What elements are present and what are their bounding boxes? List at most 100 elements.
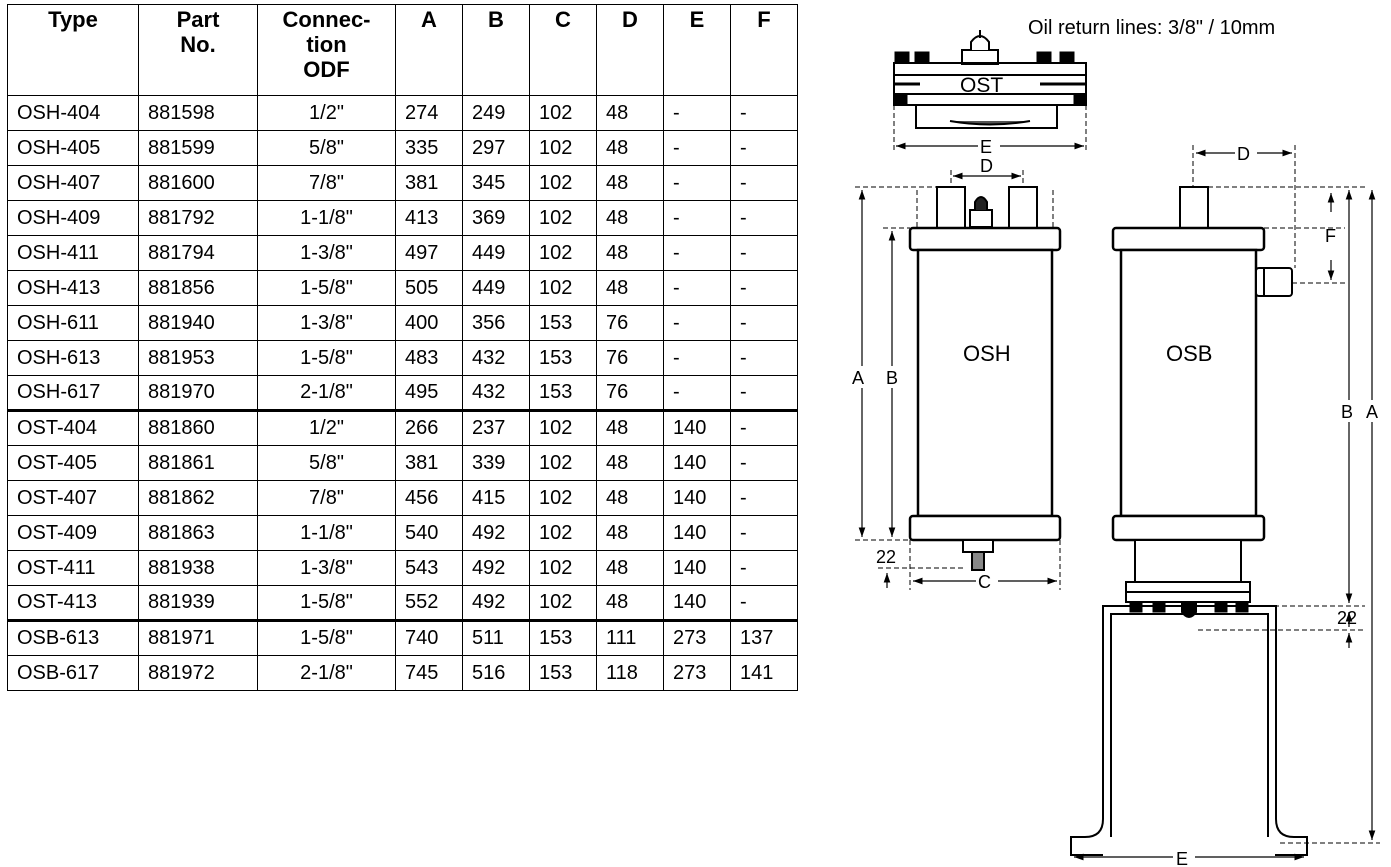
- cell-part-no: 881860: [138, 409, 258, 446]
- cell-f: -: [730, 550, 798, 586]
- cell-c: 102: [529, 235, 597, 271]
- cell-part-no: 881794: [138, 235, 258, 271]
- cell-c: 102: [529, 480, 597, 516]
- cell-type: OST-405: [7, 445, 139, 481]
- ost-label: OST: [960, 74, 1003, 97]
- dim-e-osb: E: [1176, 849, 1188, 867]
- cell-connection: 1/2": [257, 409, 396, 446]
- cell-part-no: 881971: [138, 619, 258, 656]
- cell-d: 48: [596, 95, 664, 131]
- cell-c: 153: [529, 305, 597, 341]
- cell-c: 102: [529, 409, 597, 446]
- cell-a: 456: [395, 480, 463, 516]
- cell-e: -: [663, 340, 731, 376]
- cell-d: 48: [596, 445, 664, 481]
- cell-a: 543: [395, 550, 463, 586]
- cell-f: -: [730, 165, 798, 201]
- cell-type: OSH-404: [7, 95, 139, 131]
- cell-c: 102: [529, 445, 597, 481]
- cell-f: -: [730, 409, 798, 446]
- dim-e-ost: E: [980, 137, 992, 157]
- cell-connection: 5/8": [257, 130, 396, 166]
- cell-d: 48: [596, 270, 664, 306]
- cell-connection: 5/8": [257, 445, 396, 481]
- cell-b: 492: [462, 585, 530, 621]
- cell-d: 48: [596, 550, 664, 586]
- cell-e: 273: [663, 619, 731, 656]
- cell-type: OST-409: [7, 515, 139, 551]
- dim-b-osh: B: [886, 368, 898, 388]
- cell-f: 137: [730, 619, 798, 656]
- cell-connection: 1-1/8": [257, 200, 396, 236]
- cell-a: 745: [395, 655, 463, 691]
- header-type: Type: [7, 4, 139, 96]
- cell-type: OSH-413: [7, 270, 139, 306]
- cell-d: 76: [596, 305, 664, 341]
- cell-connection: 1/2": [257, 95, 396, 131]
- dim-a-osb: A: [1366, 402, 1378, 422]
- cell-connection: 2-1/8": [257, 375, 396, 411]
- cell-a: 381: [395, 445, 463, 481]
- cell-type: OSH-617: [7, 375, 139, 411]
- header-c: C: [529, 4, 597, 96]
- cell-e: 140: [663, 409, 731, 446]
- dim-a-osh: A: [852, 368, 864, 388]
- dim-d-osb: D: [1237, 144, 1250, 164]
- cell-part-no: 881939: [138, 585, 258, 621]
- cell-d: 48: [596, 130, 664, 166]
- cell-f: -: [730, 235, 798, 271]
- cell-d: 76: [596, 375, 664, 411]
- cell-f: -: [730, 480, 798, 516]
- cell-a: 400: [395, 305, 463, 341]
- cell-f: 141: [730, 655, 798, 691]
- cell-a: 413: [395, 200, 463, 236]
- cell-b: 432: [462, 375, 530, 411]
- cell-part-no: 881598: [138, 95, 258, 131]
- cell-d: 48: [596, 200, 664, 236]
- cell-b: 345: [462, 165, 530, 201]
- cell-part-no: 881792: [138, 200, 258, 236]
- cell-part-no: 881970: [138, 375, 258, 411]
- cell-d: 48: [596, 165, 664, 201]
- dim-d-osh: D: [980, 156, 993, 176]
- cell-a: 266: [395, 409, 463, 446]
- osb-label: OSB: [1166, 341, 1212, 366]
- cell-c: 102: [529, 130, 597, 166]
- cell-e: 140: [663, 480, 731, 516]
- cell-f: -: [730, 95, 798, 131]
- cell-type: OSH-613: [7, 340, 139, 376]
- cell-c: 102: [529, 165, 597, 201]
- cell-connection: 7/8": [257, 165, 396, 201]
- cell-part-no: 881600: [138, 165, 258, 201]
- cell-c: 102: [529, 550, 597, 586]
- cell-c: 102: [529, 515, 597, 551]
- header-a: A: [395, 4, 463, 96]
- cell-c: 153: [529, 375, 597, 411]
- cell-e: -: [663, 235, 731, 271]
- cell-part-no: 881599: [138, 130, 258, 166]
- cell-e: -: [663, 270, 731, 306]
- cell-connection: 1-3/8": [257, 305, 396, 341]
- cell-a: 274: [395, 95, 463, 131]
- cell-b: 356: [462, 305, 530, 341]
- oil-return-note: Oil return lines: 3/8" / 10mm: [1028, 17, 1275, 39]
- cell-b: 297: [462, 130, 530, 166]
- cell-a: 381: [395, 165, 463, 201]
- dim-b-osb: B: [1341, 402, 1353, 422]
- cell-connection: 1-3/8": [257, 235, 396, 271]
- cell-connection: 1-5/8": [257, 585, 396, 621]
- osb-drawing: [1070, 186, 1308, 856]
- cell-type: OSB-613: [7, 619, 139, 656]
